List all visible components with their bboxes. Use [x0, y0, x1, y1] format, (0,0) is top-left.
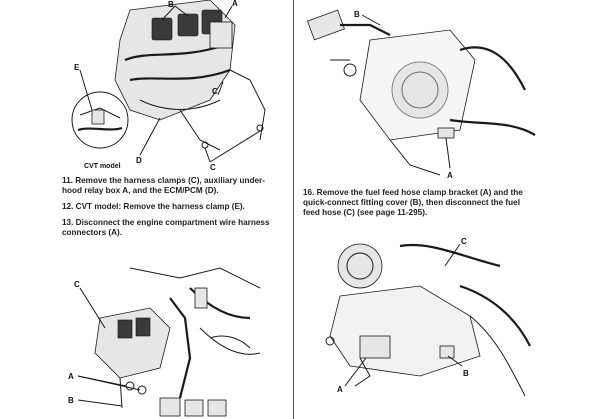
step-16: 16. Remove the fuel feed hose clamp brac… — [303, 188, 535, 218]
step-11-number: 11. — [62, 176, 73, 185]
label-a: A — [232, 0, 238, 8]
step-12-number: 12. — [62, 202, 74, 211]
label-c: C — [74, 280, 80, 289]
label-b: B — [354, 10, 360, 19]
label-e: E — [74, 63, 80, 72]
label-c-lower: C — [210, 163, 216, 172]
step-13: 13. Disconnect the engine compartment wi… — [62, 218, 284, 238]
inset-caption: CVT model — [84, 163, 121, 170]
label-b: B — [463, 369, 469, 378]
figure-fuel-hose-bracket: B A — [307, 9, 536, 180]
step-11-text: Remove the harness clamps (C), auxiliary… — [62, 176, 265, 195]
step-16-number: 16. — [303, 188, 315, 197]
step-13-number: 13. — [62, 218, 74, 227]
step-16-text: Remove the fuel feed hose clamp bracket … — [303, 188, 523, 217]
figure-relay-box-ecm: B A E C C D CVT model — [71, 0, 266, 172]
label-a: A — [447, 171, 453, 180]
column-divider — [293, 0, 294, 419]
figure-harness-connectors: C A B — [68, 267, 261, 417]
label-a: A — [337, 385, 343, 394]
label-a: A — [68, 372, 74, 381]
figure-fuel-feed-hose: C A B — [325, 237, 531, 397]
label-c-upper: C — [212, 87, 218, 96]
step-12-text: CVT model: Remove the harness clamp (E). — [75, 202, 245, 211]
label-b: B — [168, 0, 174, 9]
label-d: D — [136, 156, 142, 165]
step-13-text: Disconnect the engine compartment wire h… — [62, 218, 270, 237]
label-b: B — [68, 396, 74, 405]
step-12: 12. CVT model: Remove the harness clamp … — [62, 202, 284, 212]
step-11: 11. Remove the harness clamps (C), auxil… — [62, 176, 284, 196]
label-c: C — [461, 237, 467, 246]
